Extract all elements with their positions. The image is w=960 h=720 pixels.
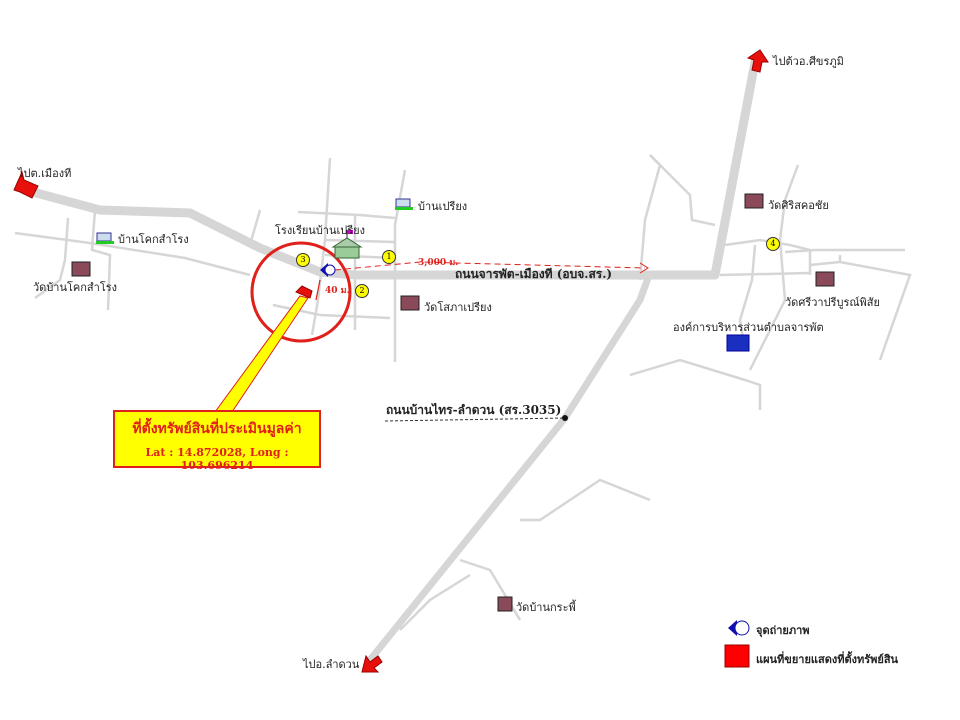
label-wat-siwa-priboon-phisai: วัดศรีวาปรีบูรณ์พิสัย <box>785 296 880 309</box>
direction-mueang-thi: ไปต.เมืองที <box>18 167 72 180</box>
legend-photo-point-icon <box>728 620 737 636</box>
junction-dot <box>562 415 568 421</box>
arrow-to-sikhoraphum-icon <box>746 49 769 73</box>
photo-point-circle <box>324 264 336 276</box>
village-icon <box>96 232 114 244</box>
distance-40m: 40 ม. <box>325 286 350 296</box>
legend-photo-point-label: จุดถ่ายภาพ <box>756 624 810 637</box>
distance-40m-marker <box>315 279 321 301</box>
distance-arrowhead <box>639 262 649 274</box>
label-wat-sopha-priang: วัดโสภาเปรียง <box>424 301 492 314</box>
legend-property-map-label: แผนที่ขยายแสดงที่ตั้งทรัพย์สิน <box>756 653 899 666</box>
temple-icons <box>71 193 835 612</box>
property-callout: ที่ตั้งทรัพย์สินที่ประเมินมูลค่า Lat : 1… <box>113 410 321 472</box>
label-school-ban-priang: โรงเรียนบ้านเปรียง <box>275 224 365 237</box>
arrow-to-mueang-thi-icon <box>13 170 39 199</box>
marker-1: 1 <box>382 250 396 264</box>
minor-roads <box>14 154 912 631</box>
direction-lamduan: ไปอ.ลำดวน <box>303 658 360 671</box>
label-ban-khok-samrong: บ้านโคกสำโรง <box>118 233 189 246</box>
temple-icon <box>400 295 420 311</box>
callout-title: ที่ตั้งทรัพย์สินที่ประเมินมูลค่า <box>132 421 302 437</box>
callout-pointer <box>214 295 309 413</box>
marker-4: 4 <box>766 237 780 251</box>
marker-2: 2 <box>355 284 369 298</box>
legend-property-square-icon <box>724 644 750 668</box>
label-wat-siri-sakhot-chai: วัดศิริสคอชัย <box>768 199 829 212</box>
school-icon <box>331 230 363 259</box>
village-icon <box>395 198 413 210</box>
callout-coordinates: Lat : 14.872028, Long : 103.696214 <box>145 446 289 472</box>
temple-icon <box>497 596 513 612</box>
temple-icon <box>71 261 91 277</box>
major-roads <box>20 57 760 664</box>
property-marker-icon <box>295 285 313 299</box>
direction-sikhoraphum: ไปต้วอ.ศีขรภูมิ <box>773 55 844 68</box>
label-ban-priang: บ้านเปรียง <box>418 200 468 213</box>
label-secondary-road: ถนนบ้านไทร-ลำดวน (สร.3035) <box>386 403 562 417</box>
temple-icon <box>815 271 835 287</box>
secondary-road-leader <box>384 417 566 422</box>
label-main-road: ถนนจารพัต-เมืองที (อบจ.สร.) <box>455 267 613 281</box>
label-wat-ban-khok-samrong: วัดบ้านโคกสำโรง <box>33 281 118 294</box>
property-circle <box>250 241 352 343</box>
arrow-to-lamduan-icon <box>361 654 383 673</box>
legend-photo-circle <box>734 620 750 636</box>
temple-icon <box>744 193 764 209</box>
marker-3: 3 <box>296 253 310 267</box>
distance-3000m: 3,000 ม. <box>418 258 459 268</box>
distance-line <box>334 261 646 271</box>
label-sao-charaphat: องค์การบริหารส่วนตำบลจารพัต <box>673 321 824 334</box>
government-office-icon <box>726 334 750 352</box>
label-wat-ban-kraphi: วัดบ้านกระพี้ <box>516 601 576 614</box>
